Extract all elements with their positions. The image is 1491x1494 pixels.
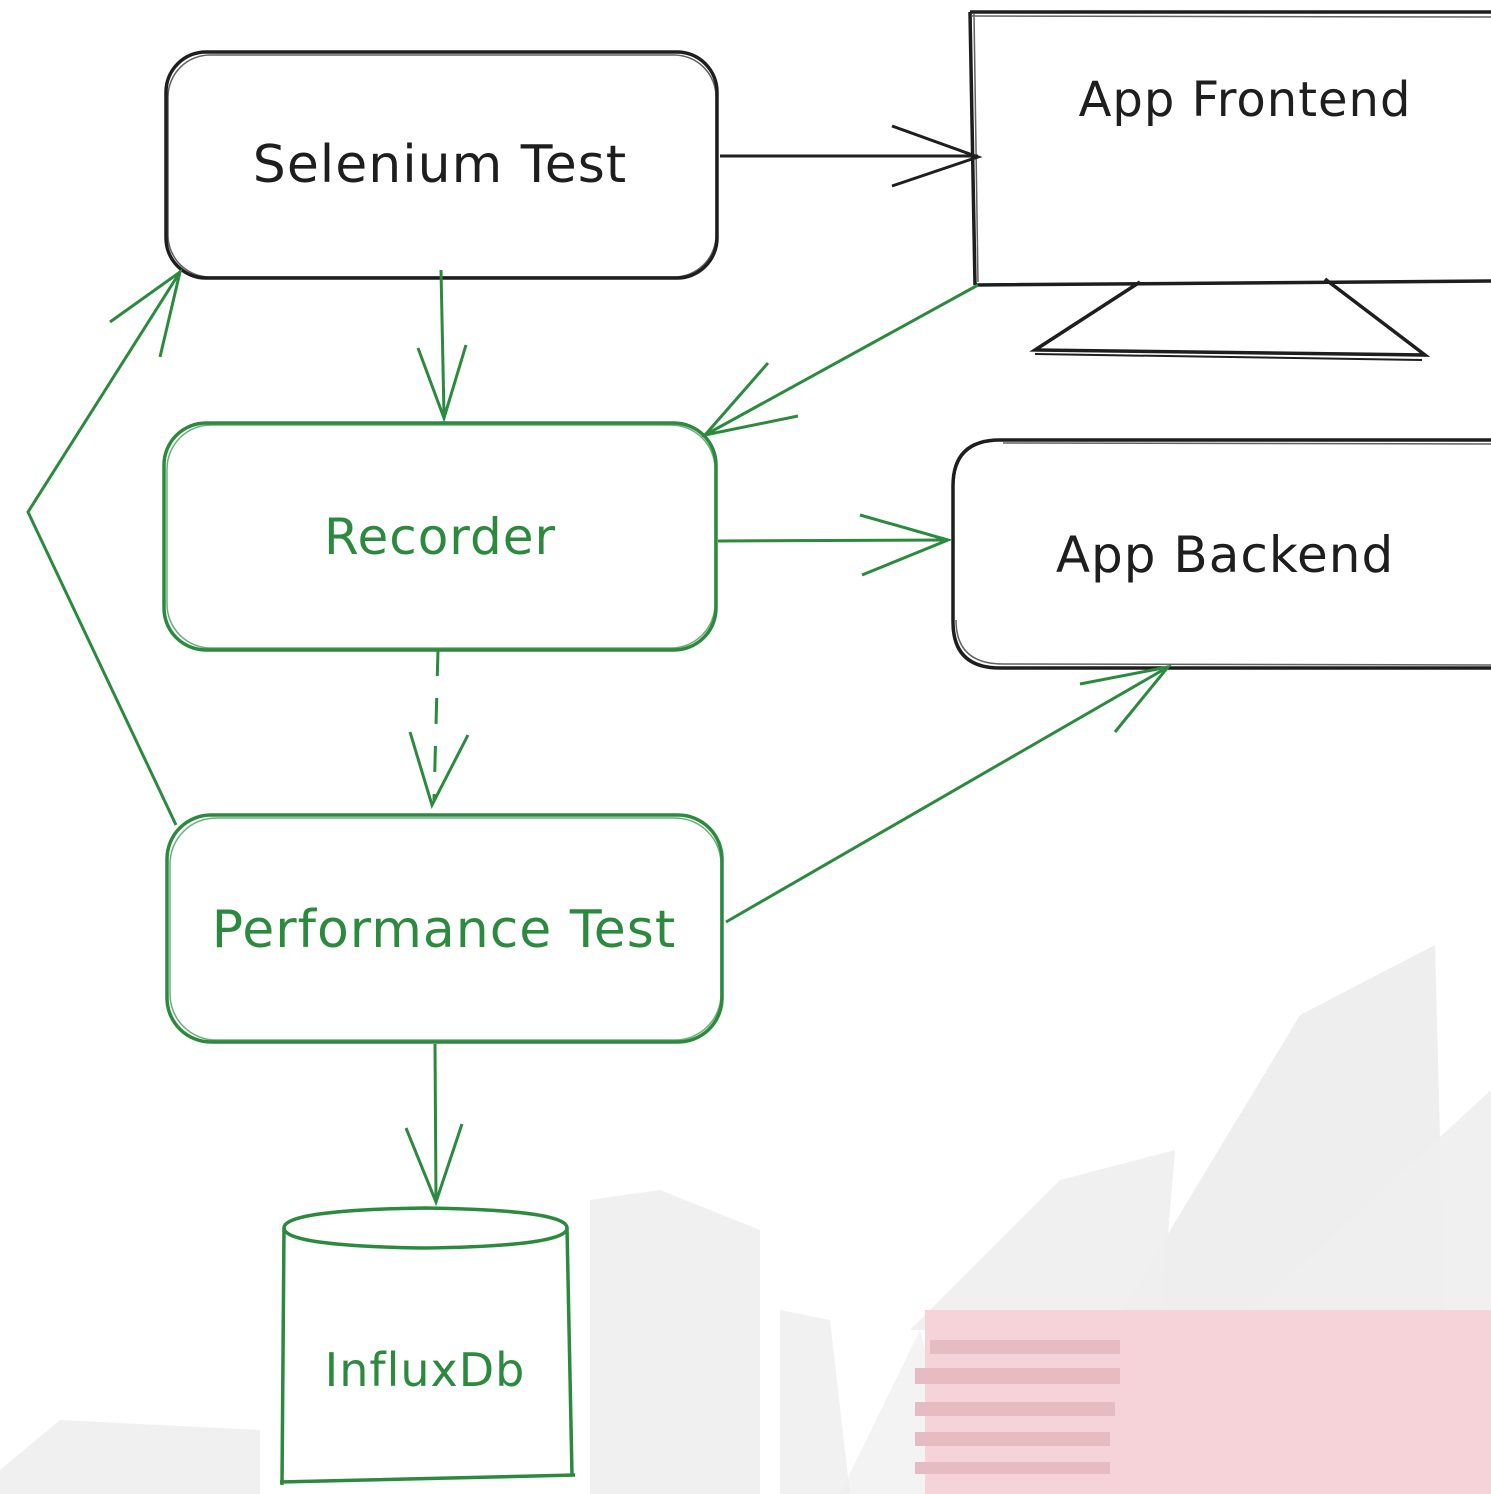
- edge-performance-backend: [725, 664, 1172, 924]
- edge-selenium-frontend: [720, 124, 983, 188]
- edge-recorder-backend: [717, 513, 953, 577]
- app-backend-label: App Backend: [1055, 526, 1395, 584]
- edge-frontend-recorder: [700, 283, 979, 438]
- edge-recorder-performance: [408, 649, 470, 809]
- performance-test-box: [165, 813, 724, 1044]
- recorder-box: [162, 421, 718, 652]
- recorder-label: Recorder: [323, 508, 557, 566]
- edge-performance-selenium: [26, 268, 183, 826]
- blurred-region: [915, 1310, 1491, 1494]
- app-frontend-monitor: [968, 10, 1491, 361]
- edge-performance-influxdb: [404, 1043, 464, 1207]
- influxdb-cylinder: [279, 1206, 576, 1486]
- app-backend-box: [951, 438, 1491, 670]
- selenium-test-label: Selenium Test: [252, 135, 628, 195]
- performance-test-label: Performance Test: [211, 900, 677, 960]
- influxdb-label: InfluxDb: [324, 1343, 526, 1397]
- app-frontend-label: App Frontend: [1078, 72, 1412, 128]
- edge-selenium-recorder: [416, 269, 468, 423]
